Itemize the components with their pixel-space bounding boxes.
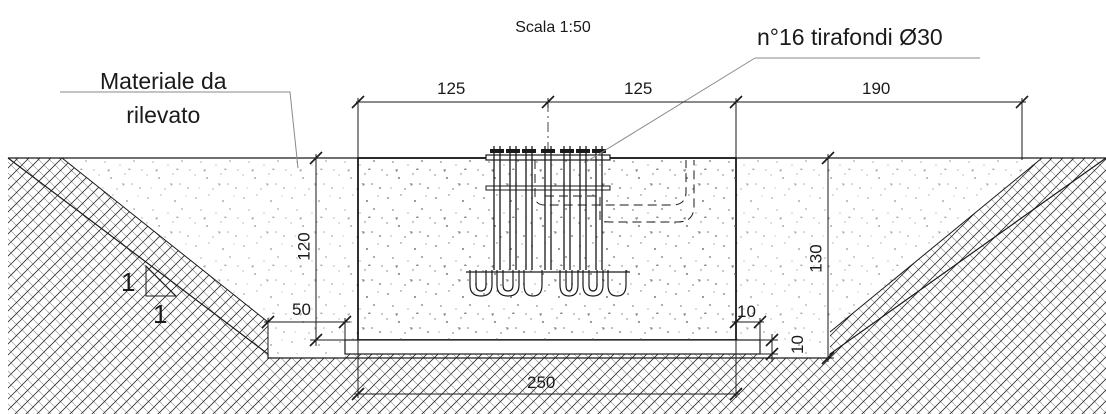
- soil-hatch-right-fill: [830, 158, 1106, 358]
- dim-step-right: 10: [737, 302, 756, 321]
- drawing-scale-title: Scala 1:50: [515, 19, 591, 36]
- soil-hatch: [8, 158, 1106, 414]
- dim-base-width: 250: [527, 373, 556, 392]
- slope-ground-marker: [312, 154, 320, 162]
- dim-height-right: 130: [806, 244, 826, 273]
- soil-hatch-left-fill: [8, 158, 268, 358]
- lean-concrete-base: [344, 339, 761, 355]
- dim-base-thickness: 10: [787, 335, 807, 354]
- callout-leaders: [60, 57, 980, 169]
- dim-top-mid: 125: [624, 79, 653, 98]
- fill-material-callout-line2: rilevato: [126, 102, 201, 128]
- fill-material-callout: Materiale da rilevato: [100, 64, 227, 132]
- dim-step-left: 50: [292, 300, 311, 319]
- dim-height-left: 120: [294, 232, 314, 261]
- concrete-footing-dense: [358, 158, 736, 340]
- anchor-bolts-callout: n°16 tirafondi Ø30: [757, 24, 943, 50]
- excavation-inner-slope-left: [61, 157, 269, 323]
- slope-triangle-symbol: [145, 264, 178, 297]
- anchor-bolt-cage: [466, 102, 695, 297]
- dim-top-left: 125: [437, 79, 466, 98]
- slope-rise-label: 1: [121, 267, 136, 297]
- excavation-inner-slope-right: [829, 157, 1043, 333]
- dimension-lines: [261, 95, 1029, 401]
- fill-material-area: [62, 158, 358, 354]
- slope-run-label: 1: [153, 299, 168, 329]
- excavation-outline: [7, 157, 1106, 359]
- fill-material-area-right: [736, 158, 1042, 354]
- dim-top-right: 190: [862, 79, 891, 98]
- fill-material-callout-line1: Materiale da: [100, 68, 227, 94]
